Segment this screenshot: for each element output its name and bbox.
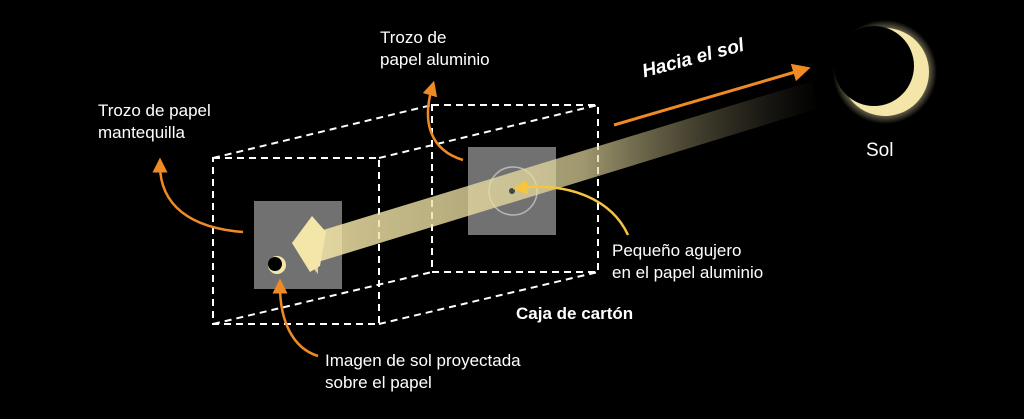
butter-paper-label-arrow — [152, 157, 244, 234]
foil-piece-label: Trozo de papel aluminio — [380, 28, 490, 69]
light-beam-head — [292, 216, 326, 272]
pinhole — [509, 188, 515, 194]
projected-image-label-arrow — [272, 278, 319, 358]
box-label: Caja de cartón — [516, 304, 634, 323]
cardboard-box-outline — [212, 104, 599, 325]
sun-eclipse-icon — [833, 20, 937, 124]
towards-sun-arrow — [613, 63, 811, 127]
projected-image-label: Imagen de sol proyectada sobre el papel — [325, 351, 521, 392]
small-hole-label: Pequeño agujero en el papel aluminio — [612, 241, 764, 282]
hole-label-arrow — [512, 179, 630, 236]
light-beam — [292, 81, 820, 274]
butter-paper-label: Trozo de papel mantequilla — [98, 101, 211, 142]
sun-label: Sol — [866, 140, 894, 161]
projected-sun-shadow — [268, 257, 282, 271]
foil-label-arrow — [422, 80, 464, 162]
